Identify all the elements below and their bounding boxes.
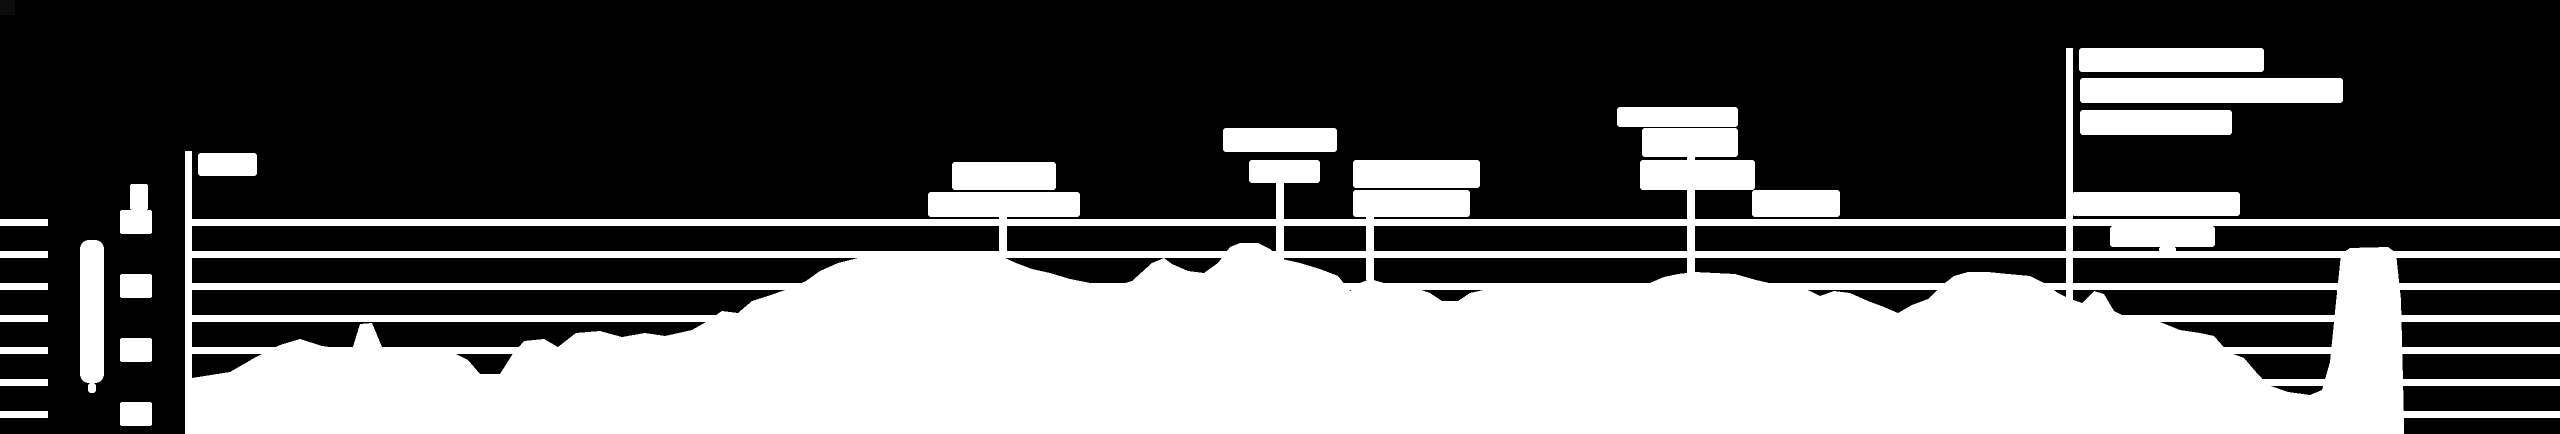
marker-3-label-blob bbox=[1353, 160, 1480, 188]
slider-thumb-tip[interactable] bbox=[88, 383, 96, 393]
axis-edge-label-blob bbox=[0, 219, 48, 226]
axis-edge-label-blob bbox=[0, 379, 48, 386]
axis-edge-label-blob bbox=[0, 315, 48, 322]
axis-tick-label-blob bbox=[120, 338, 152, 362]
finish-flag-label-blob bbox=[2080, 110, 2232, 135]
axis-edge-label-blob bbox=[0, 411, 48, 418]
finish-flag-label-blob bbox=[2079, 48, 2264, 72]
marker-3-label-blob bbox=[1353, 190, 1470, 217]
marker-3-pole bbox=[1366, 217, 1374, 280]
gridline bbox=[192, 219, 2560, 226]
marker-4-label-blob bbox=[1640, 160, 1755, 190]
slider-thumb[interactable] bbox=[80, 240, 104, 383]
marker-4-pole bbox=[1687, 157, 1695, 273]
marker-2-label-blob bbox=[1223, 128, 1337, 152]
axis-tick-label-blob bbox=[120, 210, 152, 234]
marker-1-label-blob bbox=[952, 162, 1056, 190]
finish-flag-label-blob bbox=[2080, 78, 2343, 103]
start-marker-pole bbox=[185, 151, 192, 434]
marker-2-pole bbox=[1276, 183, 1284, 260]
marker-4-label-blob bbox=[1642, 128, 1738, 157]
axis-tick-label-blob bbox=[120, 274, 152, 298]
corner-decoration-square bbox=[0, 0, 15, 15]
axis-tick-label-blob bbox=[130, 184, 148, 210]
marker-4-label-blob bbox=[1617, 107, 1738, 127]
start-marker-label-blob bbox=[198, 153, 257, 176]
marker-5-label-blob bbox=[2110, 226, 2215, 247]
marker-5-tick-blob bbox=[2159, 247, 2176, 257]
marker-2-label-blob bbox=[1249, 160, 1320, 183]
gridline bbox=[192, 251, 2560, 258]
marker-1-pole bbox=[999, 217, 1007, 258]
elevation-area bbox=[192, 243, 2404, 434]
finish-flag-pole bbox=[2066, 48, 2073, 418]
marker-5-label-blob bbox=[2072, 192, 2240, 216]
marker-4-label-blob bbox=[1752, 190, 1840, 217]
axis-edge-label-blob bbox=[0, 347, 48, 354]
marker-1-label-blob bbox=[928, 192, 1080, 217]
axis-edge-label-blob bbox=[0, 283, 48, 290]
axis-tick-label-blob bbox=[120, 402, 152, 426]
axis-edge-label-blob bbox=[0, 251, 48, 258]
